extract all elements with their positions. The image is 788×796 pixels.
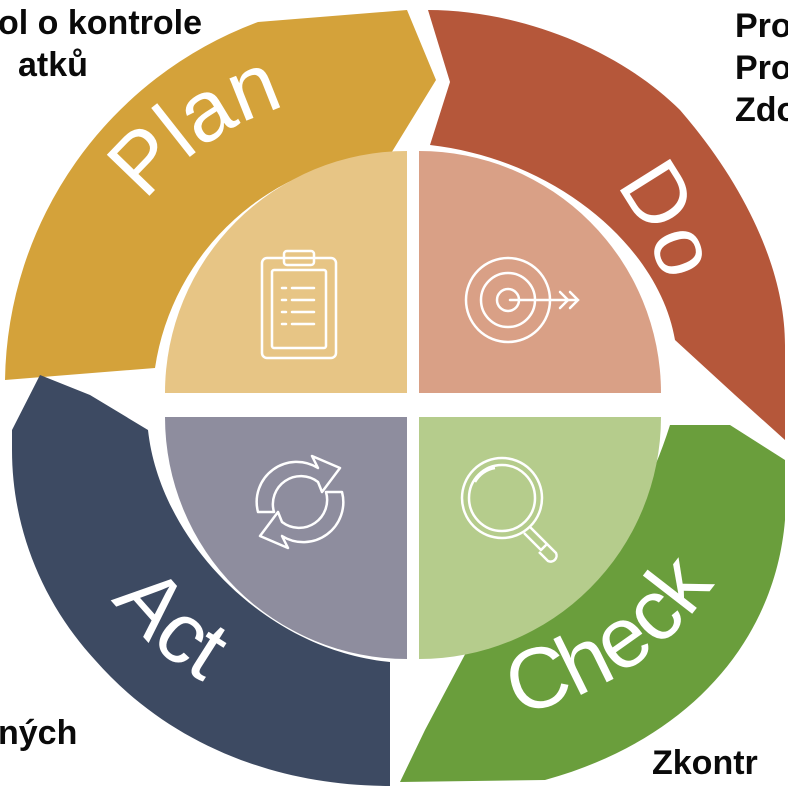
do-arrow <box>428 10 785 440</box>
plan-quadrant <box>165 151 407 393</box>
do-note-line: Zdo <box>735 91 788 129</box>
magnifier-icon <box>460 456 558 563</box>
target-arrow-icon <box>464 256 580 344</box>
check-note-line: Zkontr <box>652 744 758 782</box>
act-arrow <box>12 375 390 786</box>
plan-note-line: atků <box>18 46 88 84</box>
clipboard-icon <box>260 249 338 360</box>
plan-arrow <box>5 10 436 380</box>
check-arrow <box>400 425 785 782</box>
do-note-line: Pro <box>735 7 788 45</box>
act-note-line: ných <box>0 714 78 752</box>
do-note-line: Pro <box>735 49 788 87</box>
refresh-arrows-icon <box>255 454 345 550</box>
do-note: Pro Pro Zdo <box>735 5 788 131</box>
plan-note-line: ol o kontrole <box>0 4 202 42</box>
plan-note: ol o kontrole atků <box>0 2 202 86</box>
check-note: Zkontr <box>652 742 758 784</box>
act-note: ných <box>0 712 77 754</box>
